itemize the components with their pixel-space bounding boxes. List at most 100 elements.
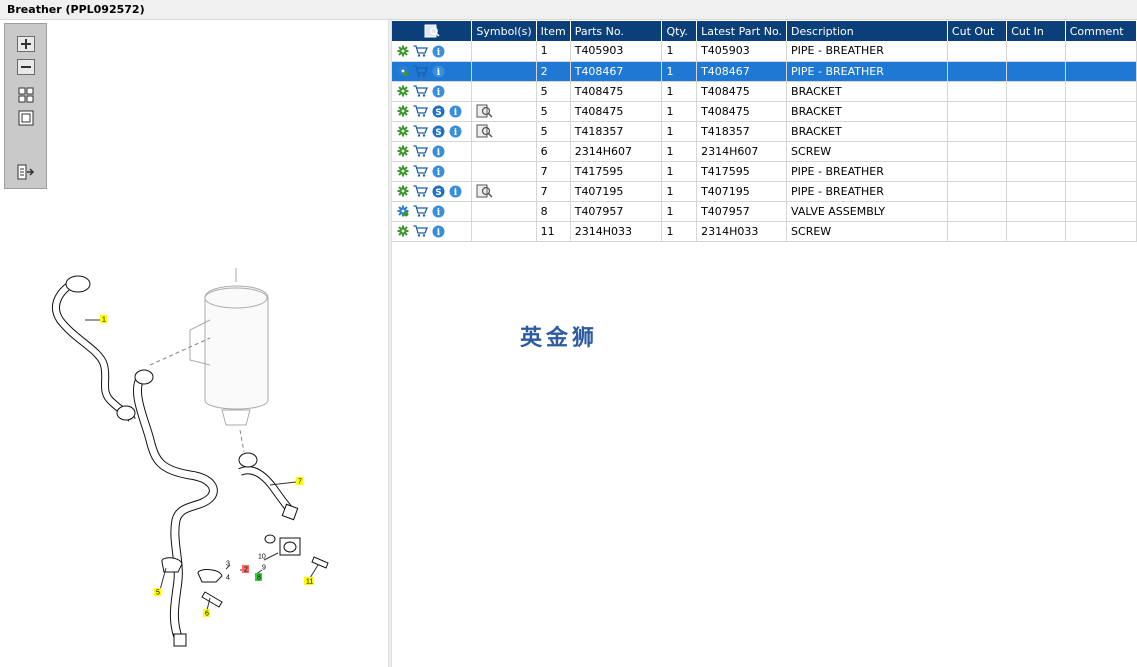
- info-icon[interactable]: i: [449, 185, 462, 198]
- column-header-item[interactable]: Item: [536, 21, 571, 41]
- gear-icon[interactable]: [397, 105, 409, 117]
- description-cell: VALVE ASSEMBLY: [786, 201, 948, 222]
- column-header-qty[interactable]: Qty.: [661, 21, 698, 41]
- callout-8[interactable]: 8: [257, 575, 261, 582]
- info-icon[interactable]: i: [432, 165, 445, 178]
- fit-all-button[interactable]: [16, 86, 36, 104]
- cart-icon[interactable]: [413, 225, 428, 237]
- qty-cell: 1: [661, 201, 698, 222]
- column-header-latest-part-no[interactable]: Latest Part No.: [696, 21, 788, 41]
- callout-5[interactable]: 5: [156, 590, 160, 597]
- gear-icon[interactable]: [397, 85, 409, 97]
- column-header-parts-no[interactable]: Parts No.: [570, 21, 663, 41]
- supersession-icon[interactable]: S: [432, 125, 445, 138]
- callout-highlight: [255, 573, 262, 581]
- cart-icon[interactable]: [413, 165, 428, 177]
- part-no-cell: T408475: [570, 101, 663, 122]
- cut-in-cell: [1006, 121, 1066, 142]
- svg-text:i: i: [437, 148, 441, 158]
- info-icon[interactable]: i: [432, 85, 445, 98]
- supersession-icon[interactable]: S: [432, 105, 445, 118]
- gear-icon[interactable]: [397, 45, 409, 57]
- parts-exploded-diagram[interactable]: 1 7 2 3 4 5 6 89 10 11: [0, 245, 388, 665]
- gear-icon[interactable]: [397, 225, 409, 237]
- callout-2[interactable]: 2: [244, 567, 248, 574]
- info-icon[interactable]: i: [432, 65, 445, 78]
- cart-icon[interactable]: [413, 65, 428, 77]
- svg-text:S: S: [435, 108, 441, 118]
- symbol-magnify-icon[interactable]: [476, 104, 493, 118]
- cut-out-cell: [947, 201, 1008, 222]
- column-header-comment[interactable]: Comment: [1065, 21, 1137, 41]
- cart-icon[interactable]: [413, 145, 428, 157]
- column-header-description[interactable]: Description: [786, 21, 948, 41]
- info-icon[interactable]: i: [432, 225, 445, 238]
- info-icon[interactable]: i: [432, 205, 445, 218]
- cart-icon[interactable]: [413, 125, 428, 137]
- item-cell: 2: [536, 61, 571, 82]
- pane-splitter[interactable]: [388, 20, 392, 667]
- info-icon[interactable]: i: [432, 45, 445, 58]
- callout-1[interactable]: 1: [102, 317, 106, 324]
- gear-link-icon[interactable]: [397, 205, 409, 217]
- zoom-in-button[interactable]: [16, 35, 36, 53]
- column-header-cut-out[interactable]: Cut Out: [947, 21, 1008, 41]
- cart-icon[interactable]: [413, 105, 428, 117]
- gear-icon[interactable]: [397, 125, 409, 137]
- column-header-actions[interactable]: [392, 21, 473, 41]
- gear-icon[interactable]: [397, 185, 409, 197]
- callout-highlight: [154, 588, 161, 596]
- qty-cell: 1: [661, 41, 698, 62]
- export-button[interactable]: [16, 163, 36, 181]
- callout-highlight: [304, 577, 314, 585]
- callout-highlight: [203, 609, 210, 617]
- cart-icon[interactable]: [413, 45, 428, 57]
- column-header-cut-in[interactable]: Cut In: [1006, 21, 1066, 41]
- cart-icon[interactable]: [413, 85, 428, 97]
- zoom-out-button[interactable]: [16, 58, 36, 76]
- item-cell: 7: [536, 181, 571, 202]
- callout-6[interactable]: 6: [205, 611, 209, 618]
- callout-9[interactable]: 9: [262, 565, 266, 572]
- column-header-symbols[interactable]: Symbol(s): [471, 21, 537, 41]
- callout-11[interactable]: 11: [306, 579, 313, 586]
- callout-10[interactable]: 10: [258, 554, 266, 561]
- cart-icon[interactable]: [413, 205, 428, 217]
- info-icon[interactable]: i: [449, 125, 462, 138]
- callout-7[interactable]: 7: [298, 479, 302, 486]
- symbols-cell: [471, 201, 537, 222]
- description-cell: SCREW: [786, 221, 948, 242]
- latest-part-no-cell: T408475: [696, 101, 788, 122]
- gear-icon[interactable]: [397, 145, 409, 157]
- info-icon[interactable]: i: [449, 105, 462, 118]
- latest-part-no-cell: T405903: [696, 41, 788, 62]
- part-no-cell: T417595: [570, 161, 663, 182]
- callout-3[interactable]: 3: [226, 561, 230, 568]
- supersession-icon[interactable]: S: [432, 185, 445, 198]
- fit-window-button[interactable]: [16, 109, 36, 127]
- symbol-magnify-icon[interactable]: [476, 184, 493, 198]
- cut-in-cell: [1006, 201, 1066, 222]
- symbol-magnify-icon[interactable]: [476, 124, 493, 138]
- cart-icon[interactable]: [413, 185, 428, 197]
- cut-out-cell: [947, 61, 1008, 82]
- description-cell: PIPE - BREATHER: [786, 161, 948, 182]
- gear-link-icon[interactable]: [397, 65, 409, 77]
- part-no-cell: T407195: [570, 181, 663, 202]
- gear-icon[interactable]: [397, 165, 409, 177]
- info-icon[interactable]: i: [432, 145, 445, 158]
- comment-cell: [1065, 201, 1137, 222]
- callout-4[interactable]: 4: [226, 575, 230, 582]
